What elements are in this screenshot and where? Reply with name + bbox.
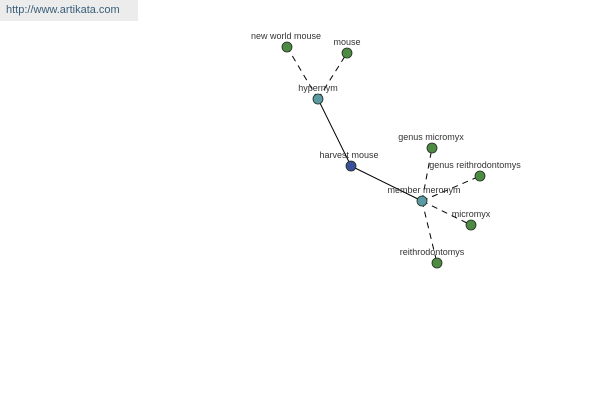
node-label-genus-micromyx[interactable]: genus micromyx xyxy=(398,132,464,142)
node-label-new-world-mouse[interactable]: new world mouse xyxy=(251,31,321,41)
node-label-genus-reithrodontomys[interactable]: genus reithrodontomys xyxy=(429,160,521,170)
node-label-harvest-mouse[interactable]: harvest mouse xyxy=(319,150,378,160)
edge-hypernym-to-mouse xyxy=(317,52,348,100)
edges-layer xyxy=(286,46,481,264)
node-dot-genus-micromyx[interactable] xyxy=(426,142,438,154)
nodes-layer: harvest mouse hypernym member meronym new w… xyxy=(251,31,521,269)
node-dot-hypernym[interactable] xyxy=(312,93,324,105)
node-dot-reithrodontomys[interactable] xyxy=(431,257,443,269)
source-url[interactable]: http://www.artikata.com xyxy=(0,0,138,21)
edge-harvest-mouse-to-member-meronym xyxy=(350,165,423,202)
node-genus-micromyx[interactable]: genus micromyx xyxy=(398,132,464,154)
node-dot-new-world-mouse[interactable] xyxy=(281,41,293,53)
edge-harvest-mouse-to-hypernym xyxy=(317,98,352,167)
node-label-member-meronym[interactable]: member meronym xyxy=(387,185,460,195)
node-label-mouse[interactable]: mouse xyxy=(333,37,360,47)
node-dot-member-meronym[interactable] xyxy=(416,195,428,207)
node-harvest-mouse[interactable]: harvest mouse xyxy=(319,150,379,172)
node-dot-micromyx[interactable] xyxy=(465,219,477,231)
edge-member-meronym-to-genus-micromyx xyxy=(421,147,433,202)
node-mouse[interactable]: mouse xyxy=(333,37,361,59)
node-micromyx[interactable]: micromyx xyxy=(452,209,491,231)
node-hypernym[interactable]: hypernym xyxy=(298,83,338,105)
node-dot-mouse[interactable] xyxy=(341,47,353,59)
node-dot-genus-reithrodontomys[interactable] xyxy=(474,170,486,182)
node-reithrodontomys[interactable]: reithrodontomys xyxy=(400,247,465,269)
node-new-world-mouse[interactable]: new world mouse xyxy=(251,31,321,53)
edge-member-meronym-to-micromyx xyxy=(421,200,472,226)
node-member-meronym[interactable]: member meronym xyxy=(387,185,461,207)
node-genus-reithrodontomys[interactable]: genus reithrodontomys xyxy=(429,160,521,182)
node-label-hypernym[interactable]: hypernym xyxy=(298,83,338,93)
node-label-reithrodontomys[interactable]: reithrodontomys xyxy=(400,247,465,257)
node-dot-harvest-mouse[interactable] xyxy=(345,160,357,172)
node-label-micromyx[interactable]: micromyx xyxy=(452,209,491,219)
